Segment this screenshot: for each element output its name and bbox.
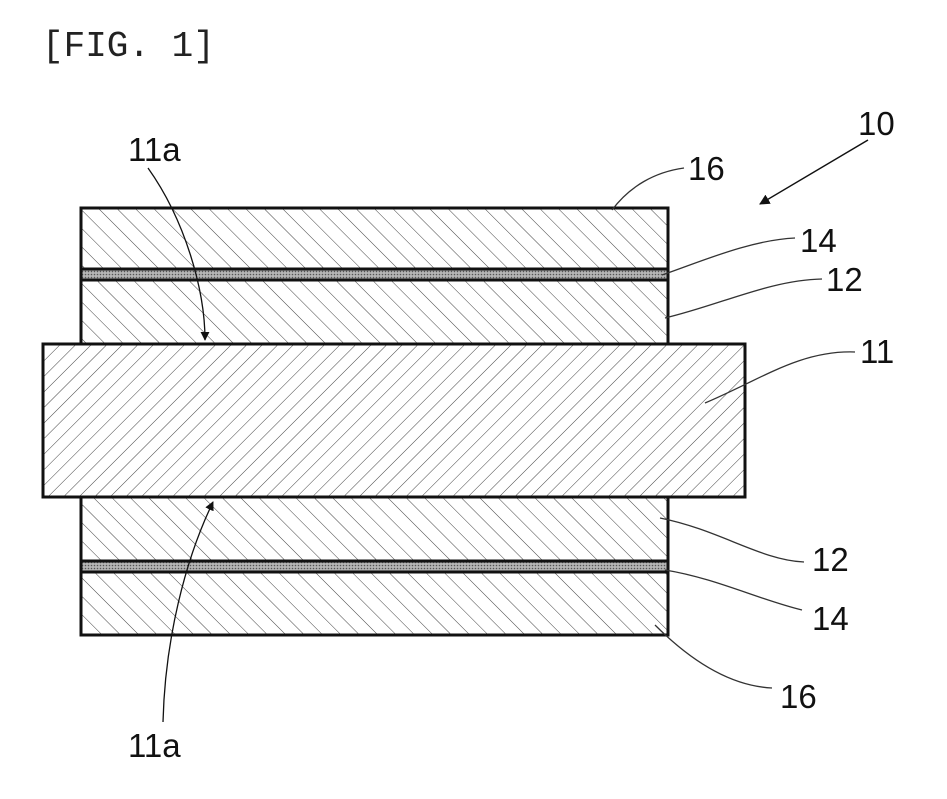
layer-16-bottom bbox=[81, 572, 668, 635]
ref-14-bottom-leader bbox=[665, 570, 802, 610]
ref-12-bottom-leader bbox=[660, 518, 804, 562]
layer-14-bottom bbox=[81, 561, 668, 572]
layer-14-top bbox=[81, 269, 668, 280]
ref-14-top-label: 14 bbox=[800, 222, 837, 259]
core-11 bbox=[43, 344, 745, 497]
ref-11a-bottom-label: 11a bbox=[128, 727, 181, 764]
layer-12-bottom bbox=[81, 497, 668, 561]
ref-12-top-label: 12 bbox=[826, 261, 863, 298]
ref-10-arrow bbox=[760, 140, 868, 204]
ref-10-label: 10 bbox=[858, 105, 895, 142]
figure-label: [FIG. 1] bbox=[42, 26, 215, 67]
layer-12-top bbox=[81, 280, 668, 344]
layer-16-top bbox=[81, 208, 668, 269]
ref-16-bottom-leader bbox=[655, 625, 772, 688]
ref-11a-top-label: 11a bbox=[128, 131, 181, 168]
ref-11-label: 11 bbox=[860, 333, 894, 370]
ref-12-top-leader bbox=[665, 279, 822, 318]
ref-12-bottom-label: 12 bbox=[812, 541, 849, 578]
ref-16-top-leader bbox=[612, 168, 684, 210]
ref-16-bottom-label: 16 bbox=[780, 678, 817, 715]
ref-14-top-leader bbox=[662, 238, 795, 275]
ref-16-top-label: 16 bbox=[688, 150, 725, 187]
ref-14-bottom-label: 14 bbox=[812, 600, 849, 637]
